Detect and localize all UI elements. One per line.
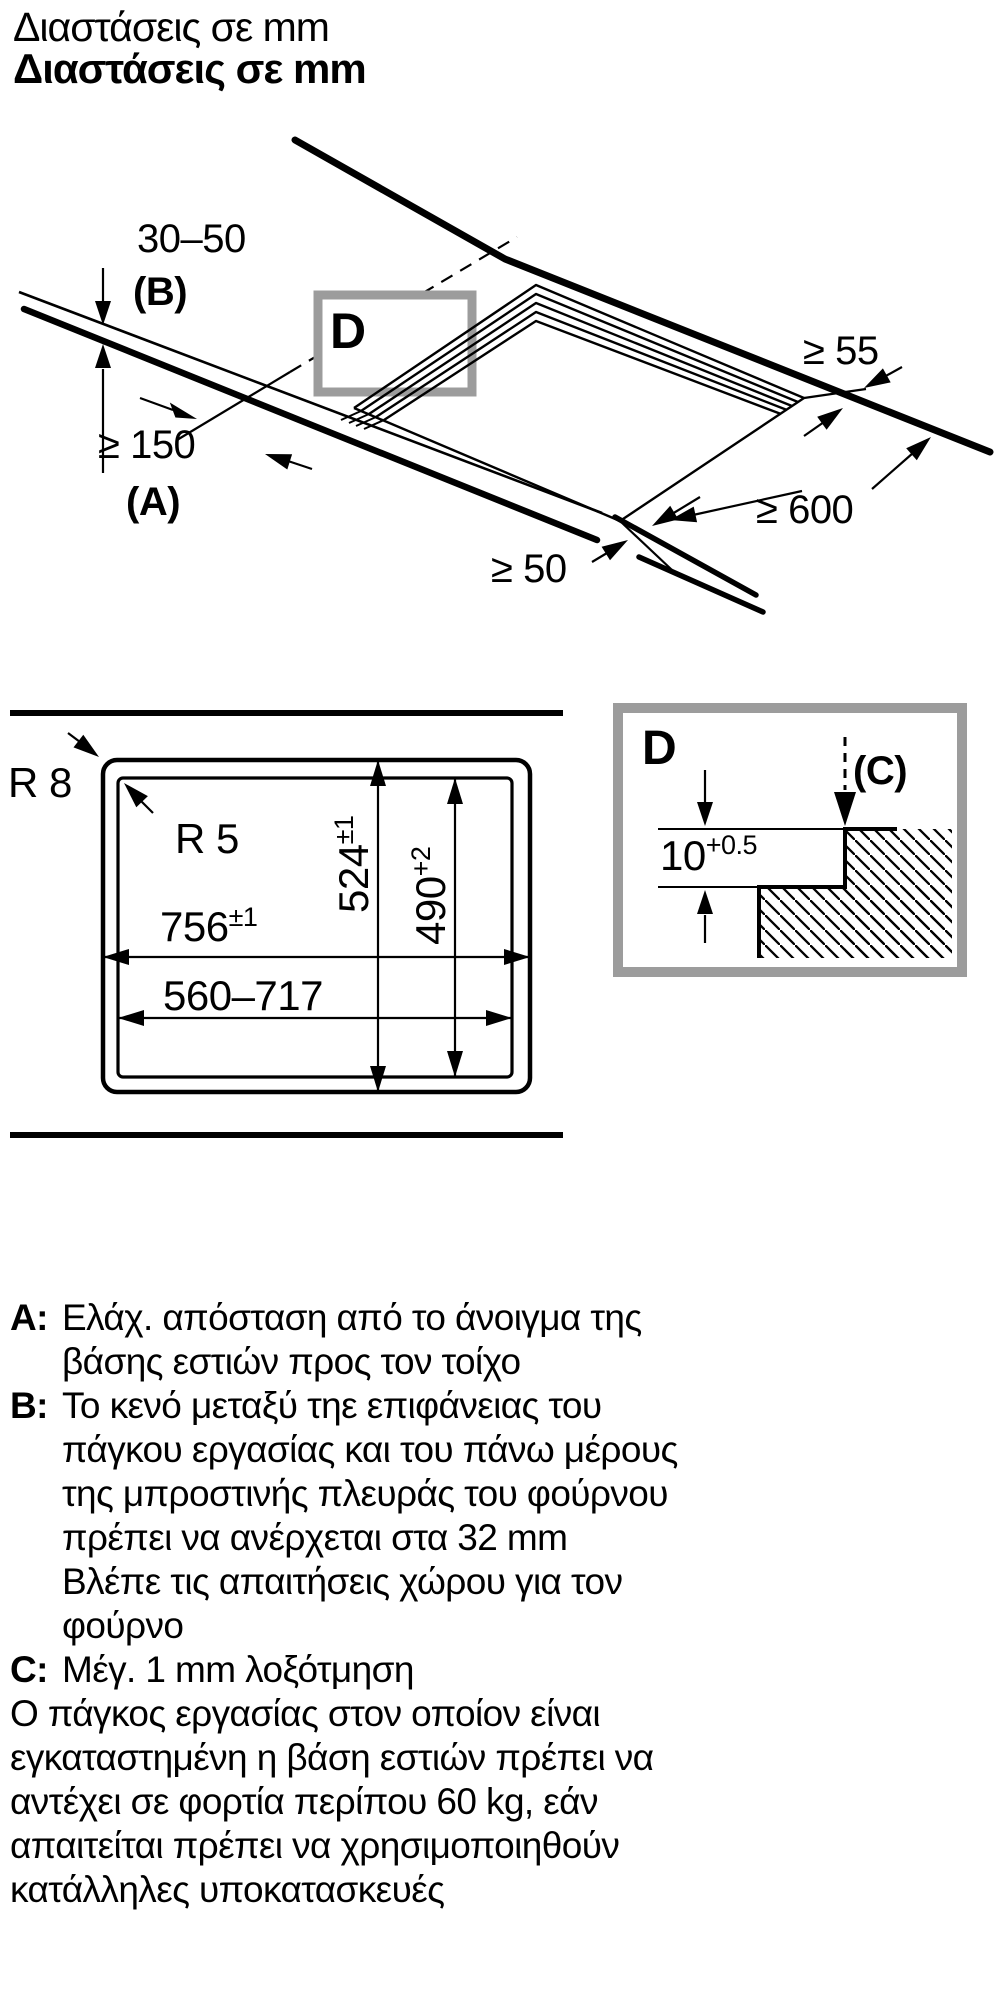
- note-line: Βλέπε τις απαιτήσεις χώρου για τον: [10, 1560, 990, 1604]
- note-text: φούρνο: [62, 1605, 184, 1646]
- installation-figure: 30–50 (B) ≥ 150 (A) ≥ 55 ≥ 600 ≥ 50 D R …: [8, 136, 994, 1138]
- note-text: αντέχει σε φορτία περίπου 60 kg, εάν: [10, 1781, 598, 1822]
- note-text: πρέπει να ανέρχεται στα 32 mm: [62, 1517, 568, 1558]
- note-text: Ελάχ. απόσταση από το άνοιγμα της: [62, 1297, 642, 1338]
- chamfer-ref-label: (C): [853, 749, 907, 793]
- note-line: απαιτείται πρέπει να χρησιμοποιηθούν: [10, 1824, 990, 1868]
- radius-inner-callout: R 5: [124, 783, 239, 862]
- cutout-front-rim: [353, 397, 805, 523]
- dimension-a: [139, 396, 313, 471]
- cutout-right-extension: [803, 387, 867, 400]
- dimension-b: [95, 268, 111, 473]
- note-text: εγκαταστημένη η βάση εστιών πρέπει να: [10, 1737, 654, 1778]
- dimension-oven-gap: [591, 496, 701, 563]
- note-label-c: C:: [10, 1649, 48, 1690]
- note-line: C: Μέγ. 1 mm λοξότμηση: [10, 1648, 990, 1692]
- note-text: Βλέπε τις απαιτήσεις χώρου για τον: [62, 1561, 623, 1602]
- note-text: Μέγ. 1 mm λοξότμηση: [62, 1649, 414, 1690]
- note-line: εγκαταστημένη η βάση εστιών πρέπει να: [10, 1736, 990, 1780]
- dimension-cutout-depth: 490+2: [406, 778, 463, 1077]
- dimension-side-clearance: [803, 366, 903, 437]
- note-line: βάσης εστιών προς τον τοίχο: [10, 1340, 990, 1384]
- svg-text:R 5: R 5: [175, 815, 239, 862]
- cutout-front-extension: [619, 520, 673, 571]
- worktop-front-edge: [18, 290, 603, 544]
- note-line: B: Το κενό μεταξύ τηε επιφάνειας του: [10, 1384, 990, 1428]
- notes-block: A: Ελάχ. απόσταση από το άνοιγμα της βάση…: [10, 1296, 990, 1912]
- label-side-clearance: ≥ 55: [803, 329, 879, 373]
- dimension-step-depth: 10+0.5: [660, 770, 758, 943]
- radius-outer-callout: R 8: [8, 732, 99, 806]
- note-label-a: A:: [10, 1297, 48, 1338]
- chamfer-pointer: [834, 737, 856, 826]
- note-text: πάγκου εργασίας και του πάνω μέρους: [62, 1429, 678, 1470]
- svg-text:R 8: R 8: [8, 759, 72, 806]
- appliance-outline: [100, 757, 533, 1095]
- note-text: της μπροστινής πλευράς του φούρνου: [62, 1473, 668, 1514]
- oven-front-edge: [612, 514, 766, 615]
- dimension-front-depth: [670, 437, 931, 523]
- svg-text:490+2: 490+2: [406, 847, 454, 945]
- cutout-outline: [116, 776, 514, 1079]
- page-title-bold: Διαστάσεις σε mm: [13, 45, 367, 92]
- detail-d-diagram: 10+0.5 D (C): [613, 703, 967, 977]
- page-title: Διαστάσεις σε mm Διαστάσεις σε mm: [13, 4, 367, 92]
- note-line: της μπροστινής πλευράς του φούρνου: [10, 1472, 990, 1516]
- svg-text:10+0.5: 10+0.5: [660, 830, 757, 879]
- dimension-cutout-width: 560–717: [118, 972, 512, 1026]
- note-line: κατάλληλες υποκατασκευές: [10, 1868, 990, 1912]
- cutout-stepped-edges: [353, 283, 805, 422]
- label-front-depth: ≥ 600: [756, 488, 853, 532]
- back-wall-line: [291, 136, 994, 456]
- label-worktop-thickness: 30–50: [137, 217, 246, 261]
- note-text: βάσης εστιών προς τον τοίχο: [62, 1341, 521, 1382]
- cutout-step-corner: [340, 410, 385, 430]
- isometric-worktop-diagram: 30–50 (B) ≥ 150 (A) ≥ 55 ≥ 600 ≥ 50 D: [18, 136, 994, 615]
- label-worktop-thickness-ref: (B): [133, 270, 187, 314]
- label-wall-distance-ref: (A): [126, 480, 180, 524]
- dimension-appliance-width: 756±1: [103, 902, 530, 965]
- note-line: φούρνο: [10, 1604, 990, 1648]
- note-label-b: B:: [10, 1385, 48, 1426]
- note-line: αντέχει σε φορτία περίπου 60 kg, εάν: [10, 1780, 990, 1824]
- note-line: πρέπει να ανέρχεται στα 32 mm: [10, 1516, 990, 1560]
- label-wall-distance: ≥ 150: [98, 423, 195, 467]
- svg-text:560–717: 560–717: [163, 972, 323, 1019]
- note-text: απαιτείται πρέπει να χρησιμοποιηθούν: [10, 1825, 620, 1866]
- page-title-regular: Διαστάσεις σε mm: [13, 4, 330, 50]
- note-line: Ο πάγκος εργασίας στον οποίον είναι: [10, 1692, 990, 1736]
- detail-d-label: D: [642, 722, 676, 775]
- note-text: κατάλληλες υποκατασκευές: [10, 1869, 445, 1910]
- detail-d-marker-box: [313, 290, 477, 397]
- note-line: A: Ελάχ. απόσταση από το άνοιγμα της: [10, 1296, 990, 1340]
- note-text: Ο πάγκος εργασίας στον οποίον είναι: [10, 1693, 601, 1734]
- svg-text:756±1: 756±1: [160, 902, 257, 950]
- label-detail-marker: D: [330, 303, 366, 359]
- cutout-plan-diagram: R 8 R 5 756±1 560–717 524±1: [8, 710, 563, 1138]
- dimension-appliance-depth: 524±1: [329, 760, 386, 1092]
- worktop-section-hatch: [757, 827, 952, 958]
- note-text: Το κενό μεταξύ τηε επιφάνειας του: [62, 1385, 602, 1426]
- label-oven-gap: ≥ 50: [491, 547, 567, 591]
- svg-text:524±1: 524±1: [329, 816, 377, 913]
- note-line: πάγκου εργασίας και του πάνω μέρους: [10, 1428, 990, 1472]
